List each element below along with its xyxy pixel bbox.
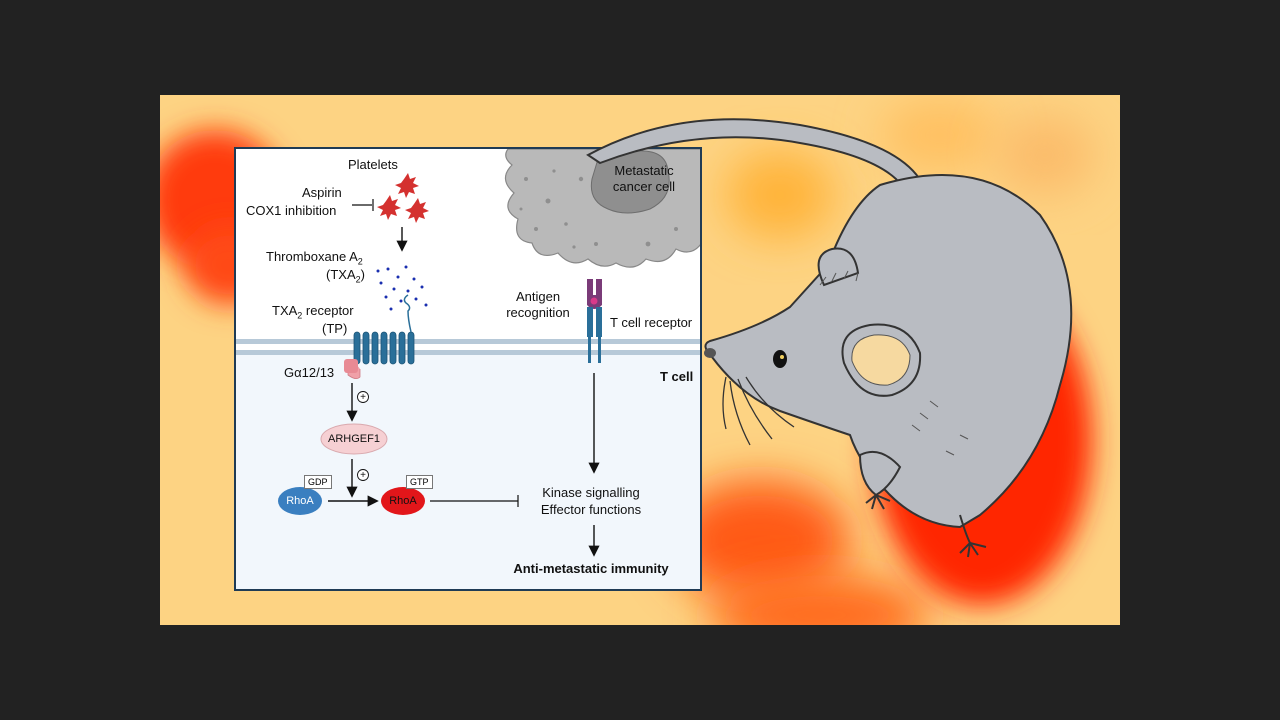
tp-receptor-tail [403, 294, 412, 333]
rhoa-gtp-node [381, 487, 425, 515]
galpha-protein-body [344, 359, 358, 373]
mouse-nose [704, 348, 716, 358]
membrane-outer [236, 339, 700, 344]
mouse-tail [586, 118, 924, 190]
mouse-eye [773, 350, 787, 368]
cox1-inhibition-label: COX1 inhibition [246, 203, 337, 218]
txa2-subscript: 2 [357, 256, 363, 267]
anti-metastatic-immunity-label: Anti-metastatic immunity [513, 561, 669, 576]
cancer-cell-label-line2: cancer cell [612, 179, 676, 194]
cancer-cell-granules [519, 169, 678, 249]
figure-stage: Platelets Aspirin COX1 inhibition Thromb… [160, 95, 1120, 625]
receptor-prefix: TXA [272, 303, 298, 318]
rhoa-gdp-node [278, 487, 322, 515]
pathway-diagram: Platelets Aspirin COX1 inhibition Thromb… [234, 147, 702, 591]
gtp-tag: GTP [406, 475, 433, 489]
tp-receptor [353, 331, 415, 365]
galpha-label: Gα12/13 [284, 365, 335, 380]
platelet-cluster [377, 173, 429, 223]
mouse-eye-highlight [780, 355, 784, 359]
mouse-inner-ear [851, 334, 911, 386]
mouse-front-leg [858, 451, 902, 497]
membrane-inner [236, 350, 700, 355]
kinase-label: Kinase signalling [542, 485, 640, 500]
txa2-label-line1: Thromboxane A2 [266, 249, 363, 267]
txa2-text: Thromboxane A [266, 249, 358, 264]
orange-blob-bottom [670, 480, 850, 600]
orange-blob-bottom2 [710, 575, 930, 625]
txa2-label-line2: (TXA2) [326, 267, 365, 285]
platelets-label: Platelets [348, 157, 398, 172]
plus-sign-2: + [360, 470, 366, 481]
rhoa-gtp-label: RhoA [389, 495, 417, 507]
receptor-label-line1: TXA2 receptor [272, 303, 354, 321]
aspirin-label: Aspirin [302, 185, 342, 200]
receptor-subscript: 2 [297, 310, 303, 321]
mouse-illustration [586, 118, 1073, 558]
txa2-abbrev-subscript: 2 [355, 274, 361, 285]
t-cell-receptor [587, 279, 602, 363]
mouse-whiskers [722, 376, 795, 446]
amber-blob-top [725, 150, 835, 240]
txa2-abbrev: (TXA [326, 267, 356, 282]
antigen-label-line1: Antigen [515, 289, 561, 304]
arhgef1-node [320, 423, 388, 455]
t-cell-label: T cell [660, 369, 694, 384]
gdp-tag: GDP [304, 475, 332, 489]
antigen-label-line2: recognition [506, 305, 570, 320]
mouse-hind-paw [959, 514, 987, 558]
plus-circle-1 [357, 391, 369, 403]
arhgef1-label: ARHGEF1 [328, 433, 380, 445]
amber-blob-corner [995, 115, 1095, 195]
plus-sign-1: + [360, 392, 366, 403]
mouse-back-ear [817, 247, 860, 287]
rhoa-gdp-label: RhoA [286, 495, 314, 507]
receptor-label-line2: (TP) [322, 321, 348, 336]
effector-label: Effector functions [540, 502, 642, 517]
plus-circle-2 [357, 469, 369, 481]
txa2-abbrev-close: ) [360, 267, 365, 282]
cancer-cell-label-line1: Metastatic [614, 163, 674, 178]
txa2-molecules [376, 265, 428, 311]
tcr-label: T cell receptor [610, 315, 693, 330]
cytoplasm-region [236, 355, 700, 589]
mouse-fur-strokes [819, 270, 969, 456]
amber-blob-top-right [880, 100, 1000, 170]
receptor-suffix: receptor [302, 303, 354, 318]
pathway-graphics [236, 149, 700, 589]
